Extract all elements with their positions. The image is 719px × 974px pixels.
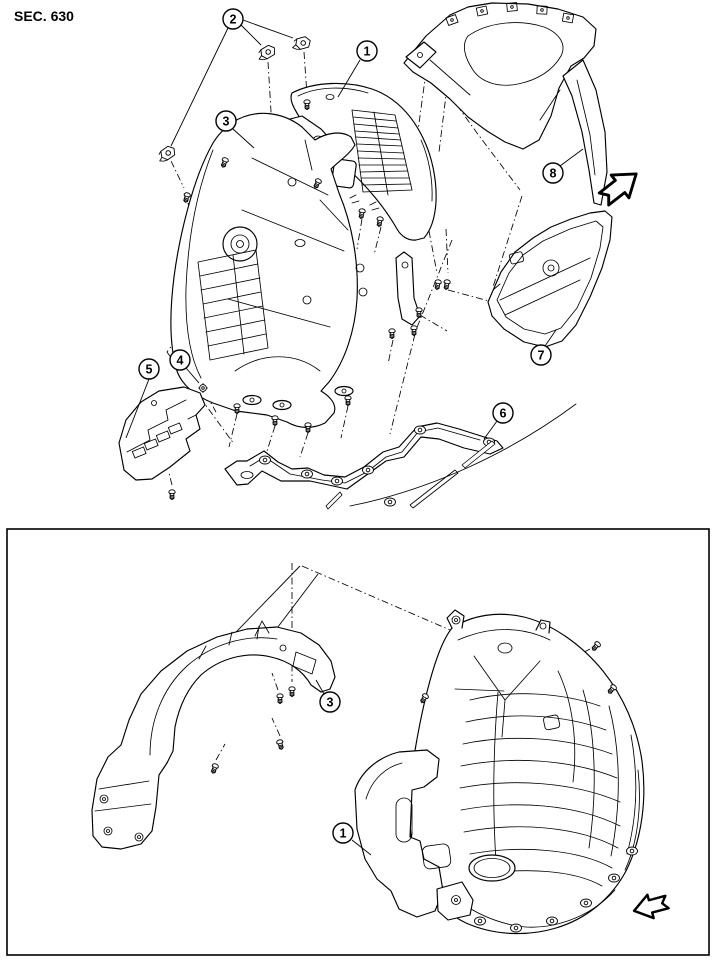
svg-text:6: 6 xyxy=(500,407,507,421)
fender-protector-rear-installed xyxy=(91,620,336,850)
clip-icon xyxy=(156,144,177,163)
screw-icon xyxy=(415,307,423,319)
svg-text:3: 3 xyxy=(223,115,230,129)
screw-icon xyxy=(276,693,284,705)
fender-protector-front xyxy=(290,82,437,241)
svg-text:2: 2 xyxy=(230,13,237,27)
screw-icon xyxy=(168,489,176,501)
svg-text:3: 3 xyxy=(327,696,334,710)
callout-3: 3 xyxy=(315,679,341,713)
screw-icon xyxy=(271,415,279,427)
svg-text:4: 4 xyxy=(177,354,184,368)
top-diagram-front-fender-protector: 1 2 3 4 5 6 7 8 xyxy=(118,2,647,510)
svg-text:8: 8 xyxy=(550,167,557,181)
callout-1: 1 xyxy=(332,822,372,856)
direction-arrow-left xyxy=(629,889,672,924)
section-title: SEC. 630 xyxy=(14,8,74,24)
panel-frame xyxy=(6,528,710,956)
screw-icon xyxy=(589,640,602,653)
callout-3: 3 xyxy=(215,110,255,149)
protector-feet xyxy=(242,385,354,411)
callout-8: 8 xyxy=(542,148,584,184)
bottom-diagram-installed-view: 31 xyxy=(6,528,710,956)
screw-icon xyxy=(209,762,220,775)
fender-protector-front-installed xyxy=(408,609,645,935)
clip-icon xyxy=(291,35,311,51)
protector-side-bracket xyxy=(395,251,421,326)
body-panel-reference xyxy=(403,2,608,206)
svg-text:1: 1 xyxy=(340,827,347,841)
screw-icon xyxy=(410,325,418,337)
screw-icon xyxy=(304,422,312,434)
callout-2: 2 xyxy=(170,8,294,147)
callout-1: 1 xyxy=(337,40,378,98)
screw-icon xyxy=(233,403,241,415)
svg-text:5: 5 xyxy=(146,363,153,377)
svg-text:1: 1 xyxy=(364,45,371,59)
clip-icon xyxy=(256,43,277,61)
screw-icon xyxy=(344,395,352,407)
callout-5: 5 xyxy=(125,358,160,439)
callout-6: 6 xyxy=(483,402,514,440)
callout-4: 4 xyxy=(169,349,200,384)
callout-7: 7 xyxy=(530,329,557,366)
fender-protector-rear xyxy=(170,112,368,428)
screw-icon xyxy=(275,738,286,751)
screw-icon xyxy=(442,278,452,291)
side-cover xyxy=(118,386,206,481)
screw-icon xyxy=(375,215,385,228)
bumper-ghost-lines xyxy=(325,403,577,510)
screw-icon xyxy=(303,99,311,111)
screw-icon xyxy=(433,278,443,291)
top-diagram-overlay: 1 2 3 4 5 6 7 8 xyxy=(125,8,647,501)
air-duct-bracket xyxy=(354,749,474,921)
under-cover-bracket xyxy=(224,422,504,490)
screw-icon xyxy=(388,328,396,340)
screw-icon xyxy=(357,207,367,220)
svg-text:7: 7 xyxy=(538,349,545,363)
bottom-diagram-overlay: 31 xyxy=(209,640,672,924)
screw-icon xyxy=(288,686,296,698)
engine-under-cover xyxy=(487,210,613,348)
